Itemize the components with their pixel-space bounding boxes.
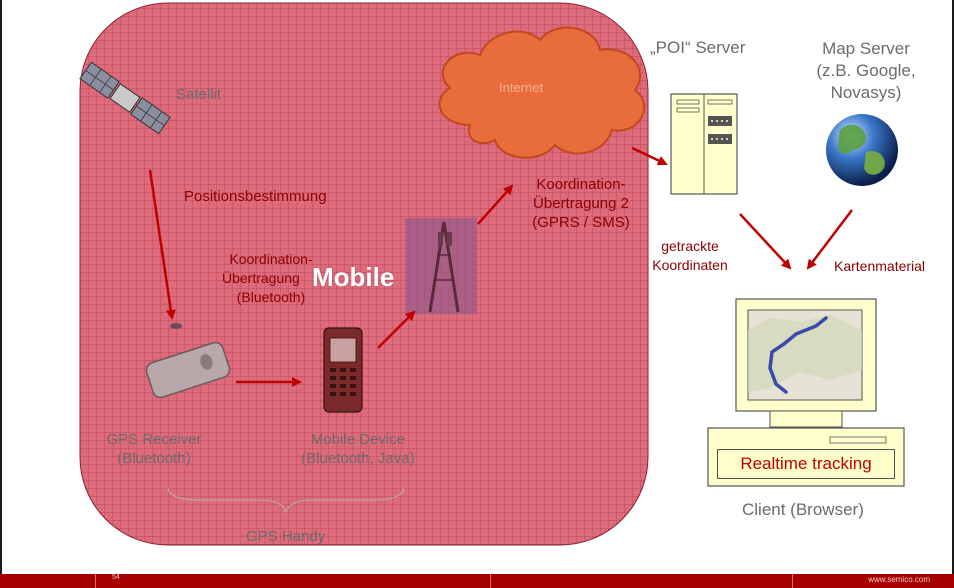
satellite-label: Satellit: [176, 86, 222, 103]
koordination-bluetooth-line3: (Bluetooth): [236, 289, 306, 305]
koordination-bluetooth-line2: Übertragung: [222, 270, 300, 286]
map-server-title: Map Server: [822, 39, 910, 58]
gps-handy-brace: [167, 487, 405, 514]
koordination-gprs-line2: Übertragung 2: [533, 195, 629, 212]
mobile-phone-icon: [323, 327, 363, 413]
mobile-device-line1: Mobile Device: [310, 431, 406, 448]
mobile-device-line2: (Bluetooth, Java): [301, 450, 415, 467]
bluetooth-dongle-icon: [170, 323, 182, 329]
server-icon: [670, 93, 738, 195]
getrackte-line1: getrackte: [661, 238, 719, 254]
globe-icon: [826, 114, 898, 186]
gps-receiver-line2: (Bluetooth): [117, 450, 191, 467]
diagram-canvas: [79, 2, 905, 546]
koordination-bluetooth-label: Koordination- Übertragung (Bluetooth): [216, 250, 326, 307]
koordination-gprs-label: Koordination- Übertragung 2 (GPRS / SMS): [508, 175, 654, 232]
getrackte-line2: Koordinaten: [652, 257, 728, 273]
gps-receiver-line1: GPS Receiver: [106, 431, 202, 448]
koordination-gprs-line1: Koordination-: [536, 176, 626, 193]
cloud-icon: [438, 26, 646, 159]
footer-divider: [792, 574, 793, 588]
page-number: 54: [112, 574, 120, 581]
arrows: [148, 146, 853, 387]
positionsbestimmung-label: Positionsbestimmung: [184, 188, 327, 205]
footer-divider: [95, 574, 96, 588]
map-server-subtitle-1: (z.B. Google,: [816, 61, 916, 80]
mobile-device-label: Mobile Device (Bluetooth, Java): [276, 430, 440, 468]
footer-divider: [490, 574, 491, 588]
internet-label: Internet: [499, 80, 544, 95]
kartenmaterial-label: Kartenmaterial: [834, 258, 926, 274]
koordination-bluetooth-line1: Koordination-: [229, 251, 313, 267]
cell-tower-icon: [405, 218, 477, 314]
mobile-label: Mobile: [312, 262, 395, 292]
satellite-icon: [79, 61, 171, 135]
frame-right-border: [952, 0, 954, 574]
poi-server-label: „POI“ Server: [650, 38, 746, 57]
getrackte-koordinaten-label: getrackte Koordinaten: [640, 237, 740, 275]
gps-receiver-label: GPS Receiver (Bluetooth): [94, 430, 214, 468]
footer-bar: 54 www.semico.com: [0, 574, 954, 588]
gps-receiver-icon: [145, 341, 231, 399]
footer-url: www.semico.com: [868, 575, 930, 584]
koordination-gprs-line3: (GPRS / SMS): [532, 214, 630, 231]
gps-handy-label: GPS Handy: [246, 528, 326, 545]
frame-left-border: [0, 0, 2, 574]
map-server-label: Map Server (z.B. Google, Novasys): [804, 38, 928, 104]
map-server-subtitle-2: Novasys): [830, 83, 902, 102]
client-browser-label: Client (Browser): [742, 500, 864, 519]
realtime-tracking-box: Realtime tracking: [717, 449, 895, 479]
